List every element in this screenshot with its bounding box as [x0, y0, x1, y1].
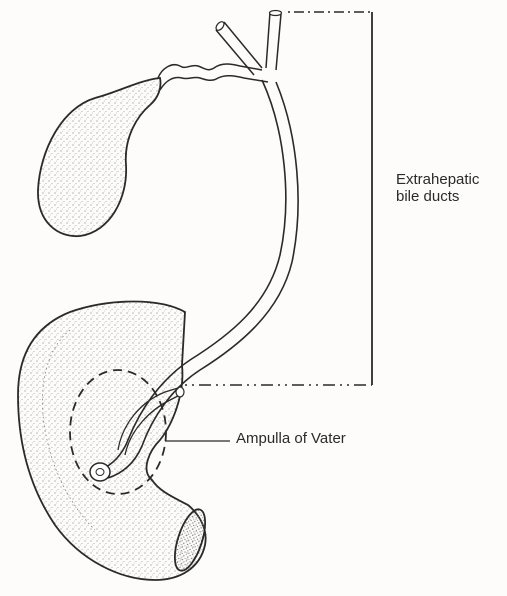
extrahepatic-bile-ducts-label: Extrahepatic bile ducts [396, 171, 479, 205]
ampulla-of-vater-label: Ampulla of Vater [236, 430, 346, 447]
extrahepatic-label-line2: bile ducts [396, 188, 479, 205]
gallbladder [38, 78, 161, 236]
hepatic-ducts [214, 11, 281, 76]
cystic-duct [158, 64, 268, 90]
extrahepatic-label-line1: Extrahepatic [396, 171, 479, 188]
